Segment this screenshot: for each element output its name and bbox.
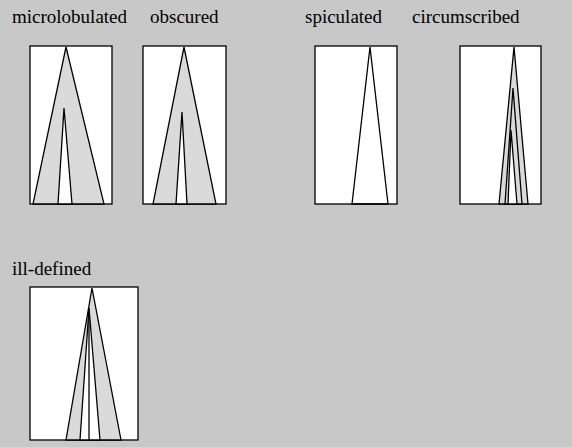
panel-frame — [30, 287, 138, 440]
panel-spiculated — [315, 46, 397, 204]
category-label: obscured — [150, 6, 219, 28]
panel-node: microlobulated — [12, 6, 127, 204]
narrow-triangle — [176, 112, 187, 204]
wide-triangle — [66, 288, 121, 440]
panel-microlobulated — [30, 46, 112, 204]
triangle — [352, 47, 388, 204]
panel-node: obscured — [143, 6, 226, 204]
panel-circumscribed — [460, 46, 541, 204]
narrow-triangle — [80, 308, 100, 440]
panel-frame — [315, 46, 397, 204]
category-label: ill-defined — [12, 258, 91, 280]
panel-frame — [143, 46, 226, 204]
narrow-triangle — [58, 108, 72, 204]
outer-triangle — [499, 47, 528, 204]
category-label: circumscribed — [412, 6, 520, 28]
panel-frame — [30, 46, 112, 204]
center-line — [88, 308, 89, 440]
category-label: spiculated — [305, 6, 382, 28]
panel-frame — [460, 46, 541, 204]
panel-obscured — [143, 46, 226, 204]
panel-node: circumscribed — [412, 6, 541, 204]
panel-node: spiculated — [305, 6, 397, 204]
wide-triangle — [153, 47, 216, 204]
inner-triangle — [505, 88, 522, 204]
panel-node: ill-defined — [12, 258, 138, 440]
wide-triangle — [33, 47, 104, 204]
core-triangle — [508, 130, 517, 204]
category-label: microlobulated — [12, 6, 127, 28]
panel-ill-defined — [30, 287, 138, 440]
